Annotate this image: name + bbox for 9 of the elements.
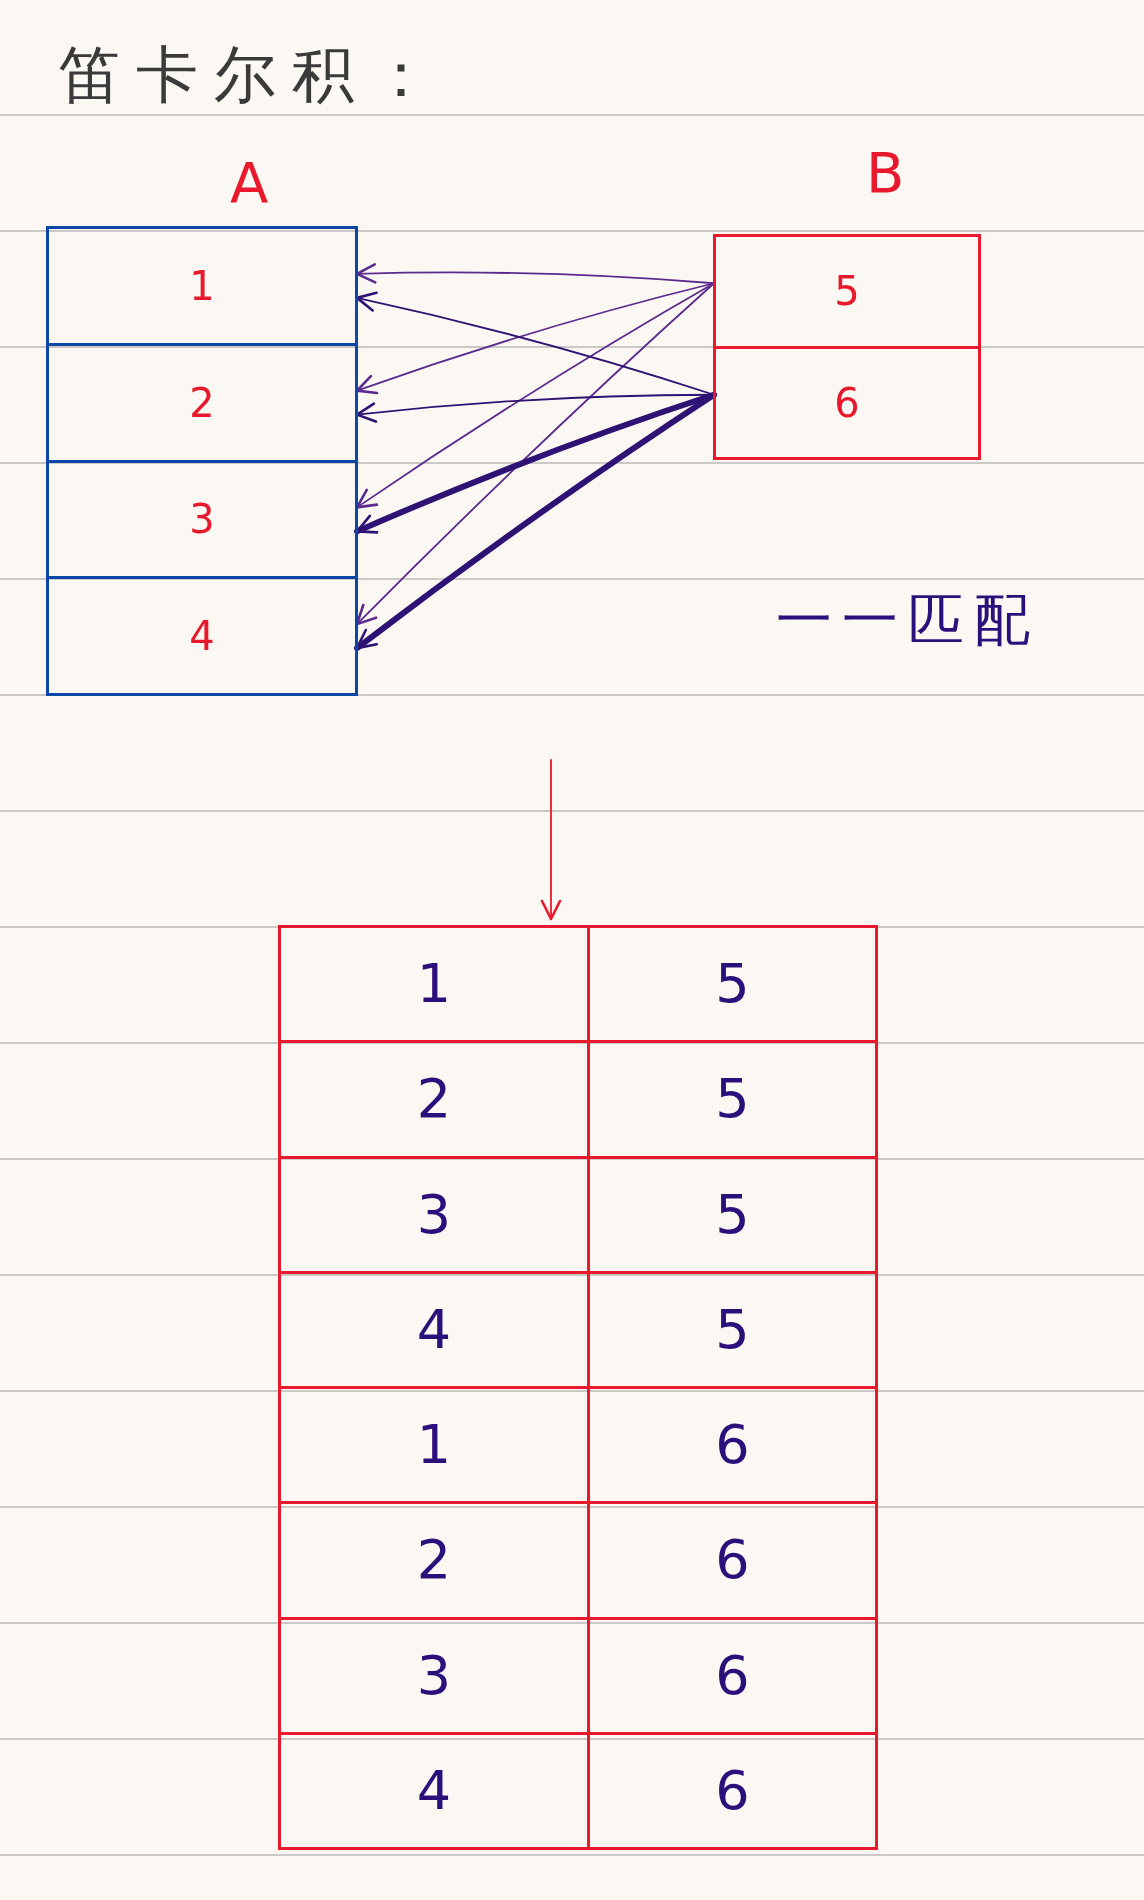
arrow bbox=[355, 282, 715, 626]
table-heading: A bbox=[230, 155, 269, 211]
handwritten-note: 一一匹配 bbox=[776, 586, 1040, 654]
arrow bbox=[354, 391, 717, 535]
title: 笛卡尔积： bbox=[58, 38, 448, 113]
arrow bbox=[355, 263, 715, 285]
arrow bbox=[354, 391, 717, 652]
table-heading: B bbox=[866, 145, 905, 201]
arrow bbox=[540, 759, 562, 921]
